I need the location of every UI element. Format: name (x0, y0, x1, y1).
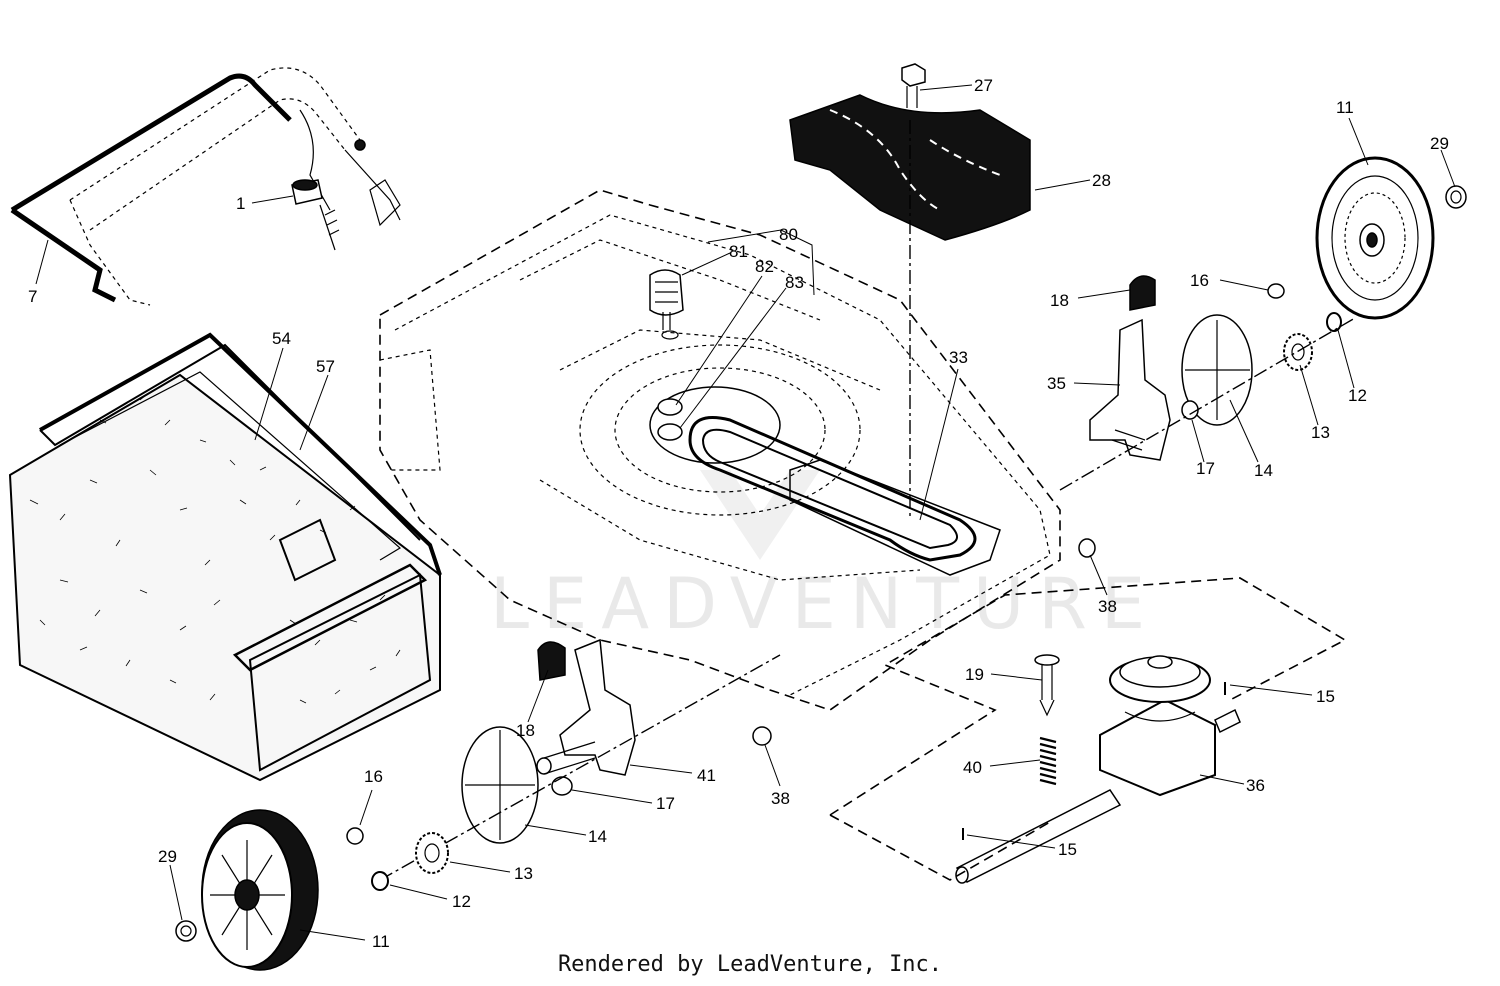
callout-83[interactable]: 83 (785, 273, 804, 292)
footer-credit: Rendered by LeadVenture, Inc. (557, 952, 943, 977)
shoulder-bolt (1034, 654, 1060, 717)
grass-bag (8, 332, 442, 782)
retaining-ring-right (1326, 312, 1342, 332)
washer-left (346, 827, 364, 845)
callouts: 1 7 54 57 81 80 82 83 27 28 33 18 35 16 … (28, 76, 1449, 951)
callout-82[interactable]: 82 (755, 257, 774, 276)
callout-12-right[interactable]: 12 (1348, 386, 1367, 405)
callout-81[interactable]: 81 (729, 242, 748, 261)
callout-54[interactable]: 54 (272, 329, 291, 348)
callout-57[interactable]: 57 (316, 357, 335, 376)
bushing-left (752, 726, 772, 746)
callout-16-left[interactable]: 16 (364, 767, 383, 786)
callout-38-right[interactable]: 38 (1098, 597, 1117, 616)
watermark-text: LEADVENTURE (490, 563, 1159, 645)
callout-27[interactable]: 27 (974, 76, 993, 95)
spring (1039, 736, 1057, 786)
callout-29-left[interactable]: 29 (158, 847, 177, 866)
callout-80[interactable]: 80 (779, 225, 798, 244)
leader-lines (35, 84, 1456, 941)
callout-11-left[interactable]: 11 (372, 932, 390, 951)
callout-19[interactable]: 19 (965, 665, 984, 684)
callout-13-right[interactable]: 13 (1311, 423, 1330, 442)
callout-41[interactable]: 41 (697, 766, 716, 785)
callout-14-left[interactable]: 14 (588, 827, 607, 846)
pinion-gear-left (415, 832, 449, 874)
knob-nut (649, 269, 684, 340)
watermark-logo-icon (700, 470, 820, 560)
height-adjuster-right (1089, 275, 1171, 461)
callout-1[interactable]: 1 (236, 194, 245, 213)
callout-18-right[interactable]: 18 (1050, 291, 1069, 310)
washer-left-inner (551, 776, 573, 796)
callout-17-left[interactable]: 17 (656, 794, 675, 813)
callout-15-left[interactable]: 15 (1058, 840, 1077, 859)
callout-15-right[interactable]: 15 (1316, 687, 1335, 706)
callout-38-left[interactable]: 38 (771, 789, 790, 808)
wheel-guard-disc-right (1181, 314, 1253, 426)
washer-pair (657, 398, 683, 441)
rear-wheel-left (201, 809, 319, 971)
transmission (1099, 655, 1216, 797)
callout-28[interactable]: 28 (1092, 171, 1111, 190)
callout-40[interactable]: 40 (963, 758, 982, 777)
rear-wheel-right (1315, 156, 1435, 320)
washer-right-inner (1181, 400, 1199, 420)
callout-35[interactable]: 35 (1047, 374, 1066, 393)
callout-17-right[interactable]: 17 (1196, 459, 1215, 478)
axle-stub-left (536, 741, 596, 775)
callout-14-right[interactable]: 14 (1254, 461, 1273, 480)
retaining-ring-left (371, 871, 389, 891)
callout-13-left[interactable]: 13 (514, 864, 533, 883)
rear-shield (789, 94, 1031, 241)
callout-18-left[interactable]: 18 (516, 721, 535, 740)
callout-7[interactable]: 7 (28, 287, 37, 306)
wheel-guard-disc-left (461, 726, 539, 844)
callout-36[interactable]: 36 (1246, 776, 1265, 795)
callout-11-right[interactable]: 11 (1336, 98, 1354, 117)
hubcap-left (175, 920, 197, 942)
cable-clip (291, 179, 340, 251)
callout-33[interactable]: 33 (949, 348, 968, 367)
drive-axle (955, 708, 1241, 884)
hubcap-right (1445, 185, 1467, 209)
callout-16-right[interactable]: 16 (1190, 271, 1209, 290)
drive-belt (688, 416, 1001, 576)
shield-bolt (901, 63, 926, 108)
height-adjuster-left (537, 638, 636, 776)
handle-assembly (10, 67, 401, 306)
bushing-right (1078, 538, 1096, 558)
callout-29-right[interactable]: 29 (1430, 134, 1449, 153)
callout-12-left[interactable]: 12 (452, 892, 471, 911)
washer-right (1267, 283, 1285, 299)
